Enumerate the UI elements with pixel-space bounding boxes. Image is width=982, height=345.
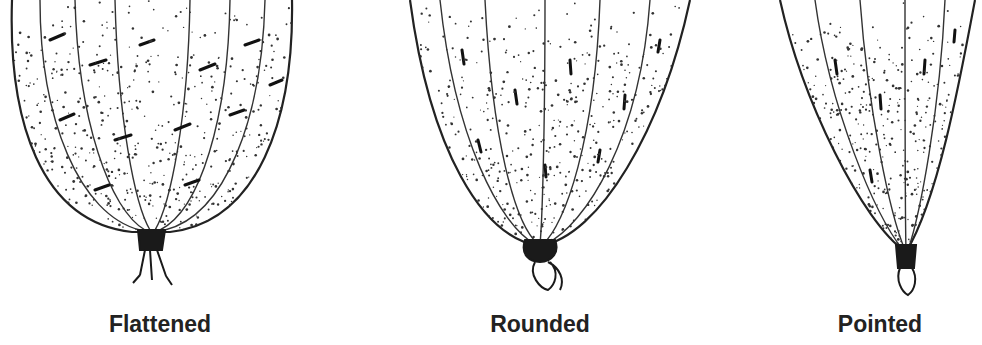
fruit-outline [12, 0, 975, 252]
fruit-ribs [40, 0, 945, 250]
shape-label: Flattened [109, 312, 211, 337]
shape-label: Pointed [838, 312, 922, 337]
shape-label: Rounded [490, 312, 590, 337]
stipple-group [777, 2, 978, 254]
stipple [9, 0, 978, 255]
surface-marks [50, 30, 955, 190]
stipple-group [408, 3, 693, 250]
stem [133, 230, 916, 295]
stipple-group [9, 0, 295, 236]
